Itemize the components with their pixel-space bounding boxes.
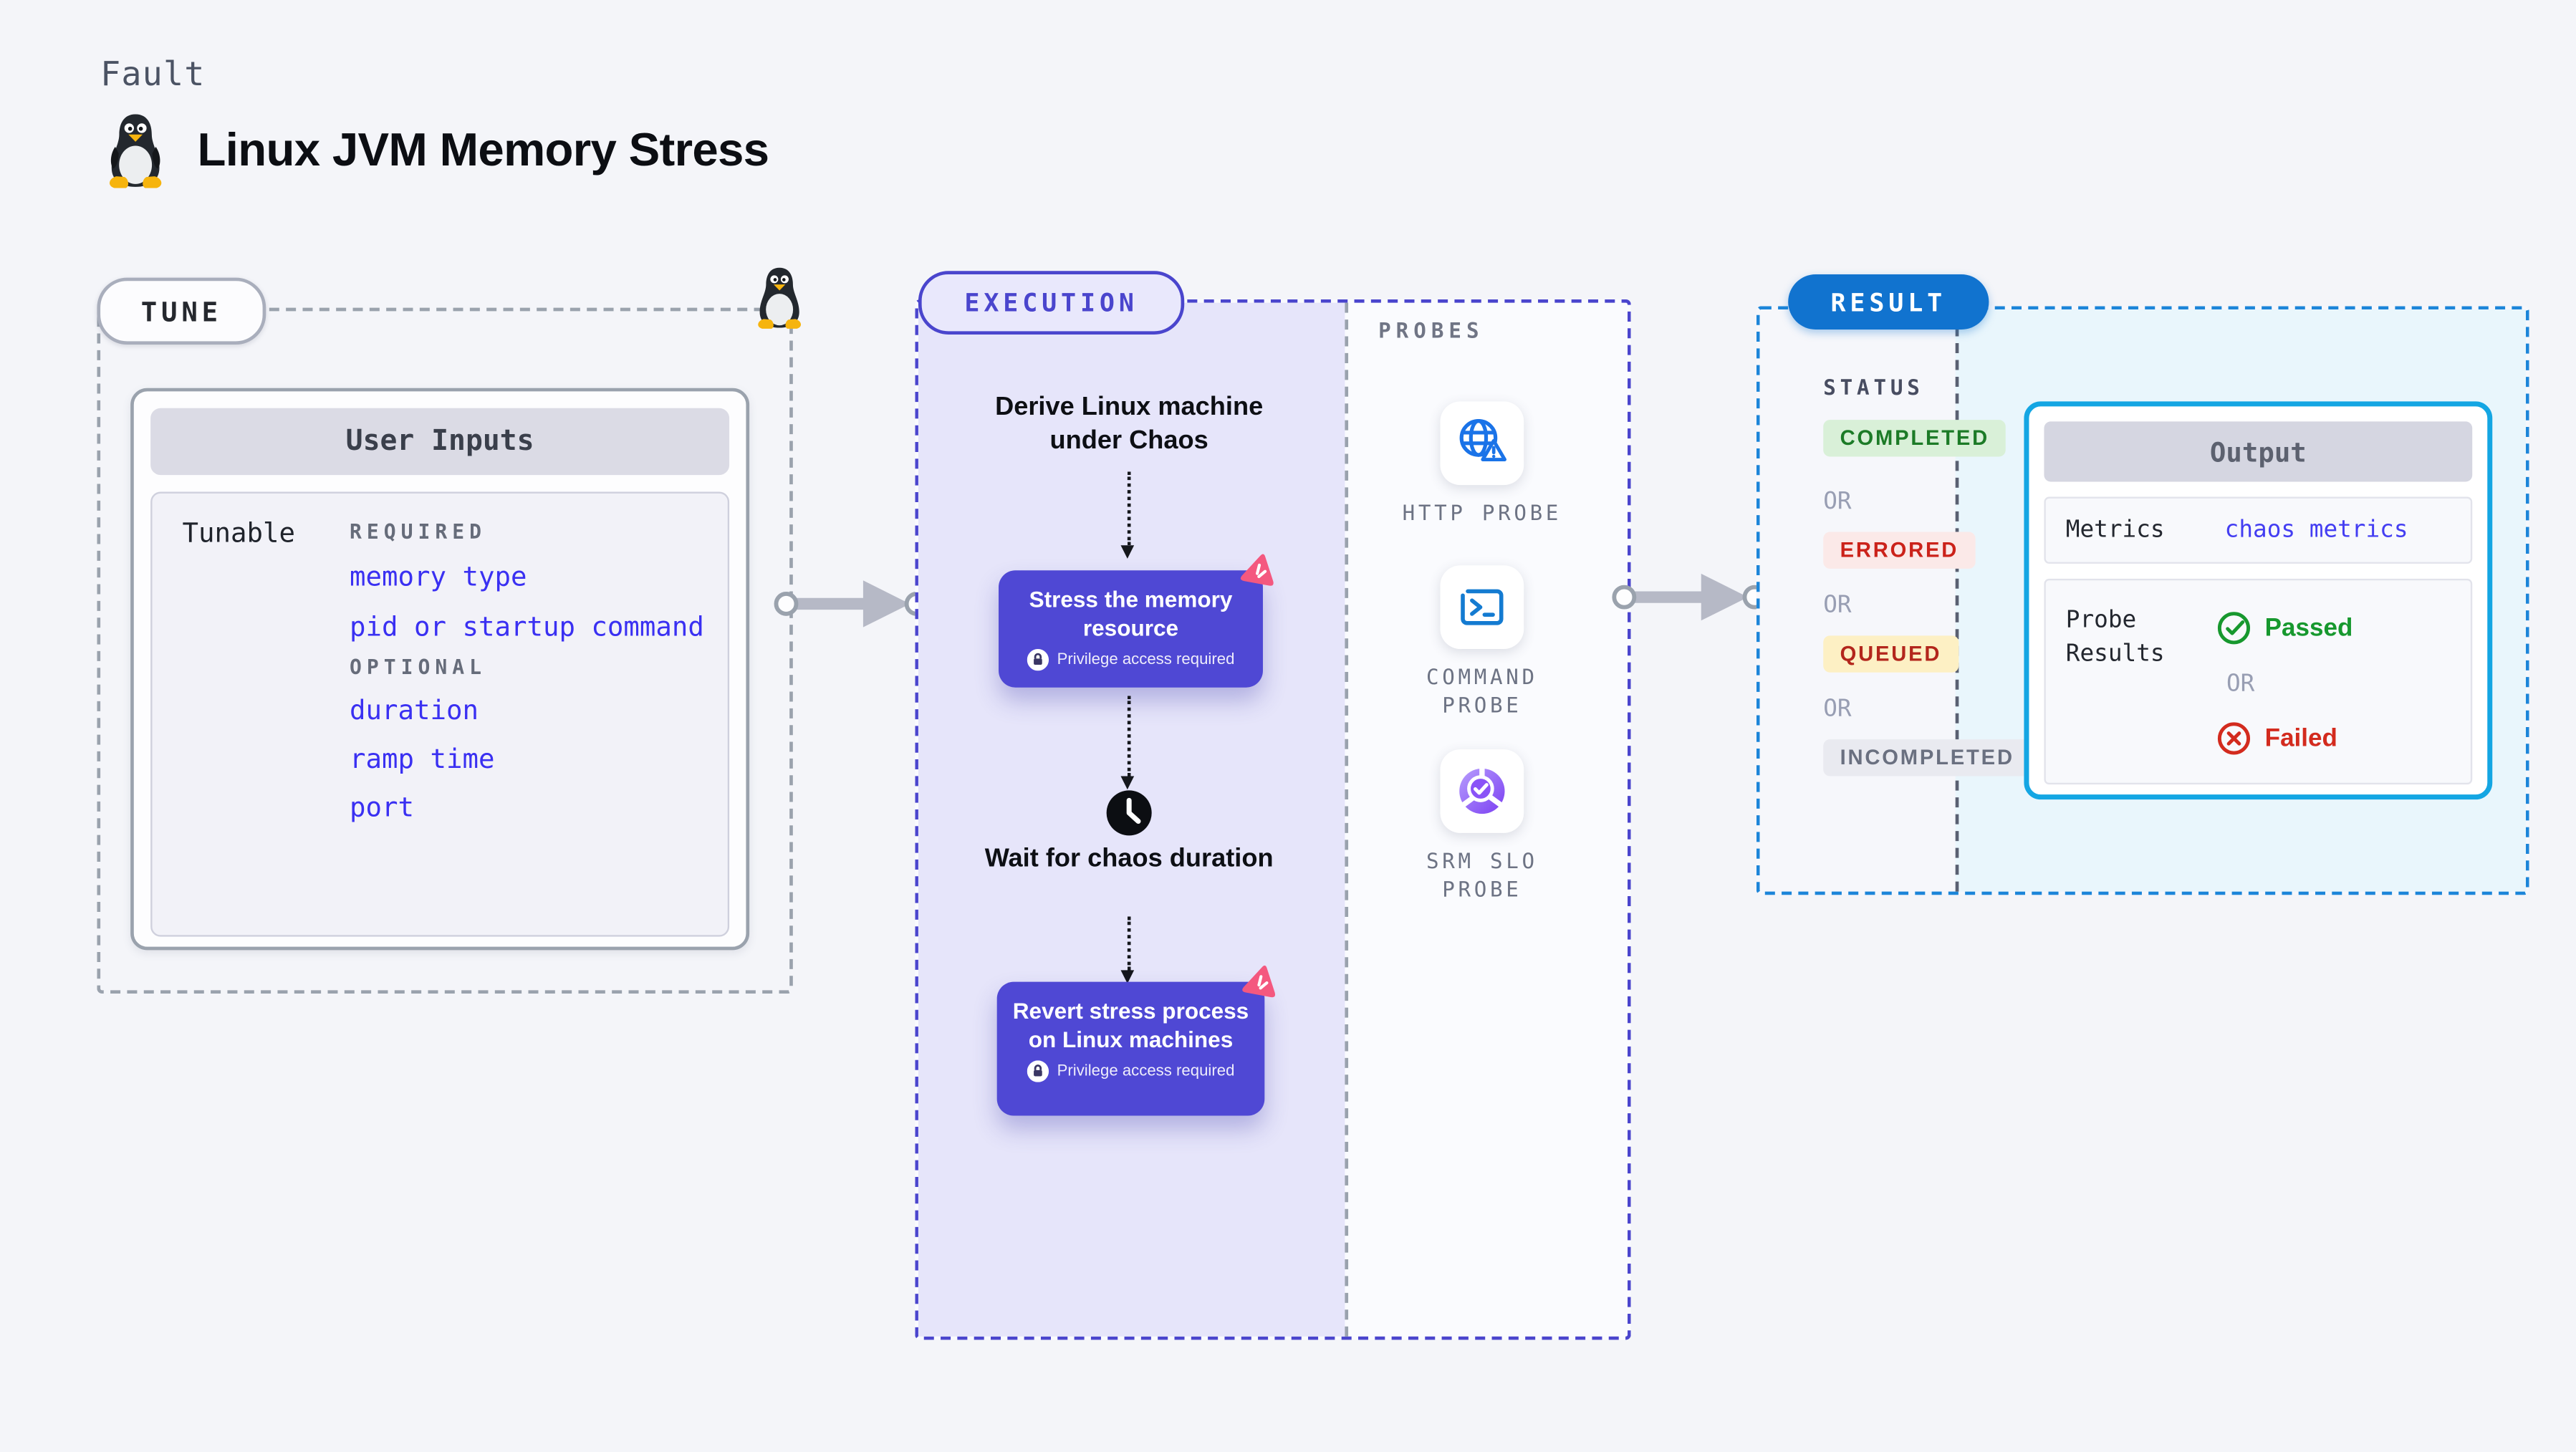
or-separator: OR xyxy=(1823,592,1852,619)
param-ramp-time: ramp time xyxy=(350,742,495,775)
page-title: Linux JVM Memory Stress xyxy=(197,123,769,176)
x-circle-icon xyxy=(2217,722,2251,755)
chaos-experiment-icon xyxy=(1240,554,1274,586)
tunables-table: Tunable REQUIRED memory type pid or star… xyxy=(150,491,730,937)
lock-icon xyxy=(1027,1060,1049,1082)
status-badge-incompleted: INCOMPLETED xyxy=(1823,739,2032,777)
tune-badge: TUNE xyxy=(97,277,266,345)
tune-to-execution-arrow xyxy=(774,580,929,628)
output-panel: Output Metrics chaos metrics Probe Resul… xyxy=(2024,401,2493,800)
command-probe-label: COMMAND PROBE xyxy=(1426,664,1538,718)
stress-memory-node: Stress the memory resource Privilege acc… xyxy=(999,554,1274,688)
probes-separator xyxy=(1345,302,1349,1337)
optional-group-label: OPTIONAL xyxy=(350,655,487,680)
stress-node-title: Stress the memory resource xyxy=(1029,587,1233,641)
execution-badge: EXECUTION xyxy=(918,271,1185,335)
clock-icon xyxy=(1106,790,1152,836)
privilege-note: Privilege access required xyxy=(1057,650,1235,670)
probes-label: PROBES xyxy=(1378,317,1484,343)
tux-penguin-small-icon xyxy=(758,267,802,329)
chaos-experiment-icon xyxy=(1242,965,1276,998)
tunable-row-label: Tunable xyxy=(182,516,295,549)
or-separator: OR xyxy=(2226,670,2255,698)
execution-to-result-arrow xyxy=(1612,573,1767,621)
status-badge-errored: ERRORED xyxy=(1823,532,1976,569)
result-badge: RESULT xyxy=(1788,274,1989,330)
revert-node-title: Revert stress process on Linux machines xyxy=(1012,999,1249,1052)
probe-results-row: Probe Results Passed OR Failed xyxy=(2044,578,2473,785)
status-badge-queued: QUEUED xyxy=(1823,635,1959,673)
globe-alert-icon xyxy=(1459,419,1506,462)
http-probe-card xyxy=(1440,401,1524,486)
metrics-label: Metrics xyxy=(2065,516,2165,544)
metrics-row: Metrics chaos metrics xyxy=(2044,496,2473,564)
probe-results-label: Probe Results xyxy=(2065,607,2165,668)
fault-eyebrow: Fault xyxy=(100,53,206,94)
http-probe-label: HTTP PROBE xyxy=(1402,500,1562,526)
failed-verdict: Failed xyxy=(2216,721,2337,756)
slo-donut-check-icon xyxy=(1459,767,1505,814)
flow-connector xyxy=(1127,471,1131,546)
check-circle-icon xyxy=(2217,612,2251,645)
param-duration: duration xyxy=(350,694,479,726)
param-port: port xyxy=(350,791,415,823)
command-probe-card xyxy=(1440,565,1524,650)
required-group-label: REQUIRED xyxy=(350,520,487,544)
param-pid-or-startup-command: pid or startup command xyxy=(350,610,704,643)
srm-slo-probe-card xyxy=(1440,749,1524,833)
or-separator: OR xyxy=(1823,488,1852,516)
or-separator: OR xyxy=(1823,696,1852,723)
tune-section-outline xyxy=(97,307,793,994)
privilege-note: Privilege access required xyxy=(1057,1062,1235,1081)
user-inputs-panel: User Inputs Tunable REQUIRED memory type… xyxy=(130,388,750,951)
flow-arrowhead xyxy=(1120,776,1135,790)
revert-stress-node: Revert stress process on Linux machines … xyxy=(996,965,1276,1116)
user-inputs-header: User Inputs xyxy=(150,408,730,476)
passed-verdict: Passed xyxy=(2216,610,2352,645)
derive-step-text: Derive Linux machine under Chaos xyxy=(995,393,1264,456)
flow-connector xyxy=(1127,916,1131,971)
status-badge-completed: COMPLETED xyxy=(1823,420,2007,457)
flow-arrowhead xyxy=(1120,545,1135,559)
param-memory-type: memory type xyxy=(350,560,527,592)
tux-penguin-icon xyxy=(109,114,162,188)
lock-icon xyxy=(1027,649,1049,671)
wait-step-text: Wait for chaos duration xyxy=(984,845,1274,873)
flow-connector xyxy=(1127,696,1131,777)
metrics-value: chaos metrics xyxy=(2224,516,2408,544)
output-header: Output xyxy=(2044,421,2473,482)
terminal-icon xyxy=(1461,589,1504,625)
status-label: STATUS xyxy=(1823,375,1924,400)
srm-slo-probe-label: SRM SLO PROBE xyxy=(1426,847,1538,902)
flow-arrowhead xyxy=(1120,970,1135,984)
